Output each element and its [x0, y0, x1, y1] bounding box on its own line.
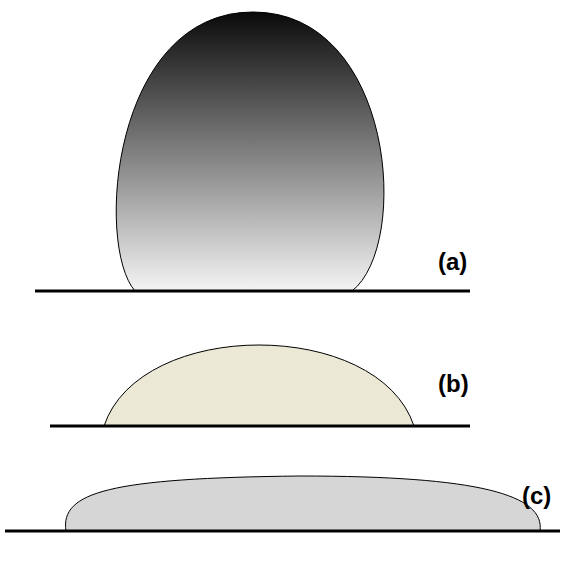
panel-label: (b) — [438, 372, 469, 396]
droplet-b — [104, 345, 414, 426]
surface-b — [50, 425, 470, 428]
droplet-c — [66, 476, 541, 531]
panel-label: (a) — [438, 250, 467, 274]
surface-c — [5, 530, 560, 533]
surface-a — [35, 290, 470, 293]
panel-label: (c) — [522, 484, 551, 508]
droplet-a — [116, 12, 384, 291]
